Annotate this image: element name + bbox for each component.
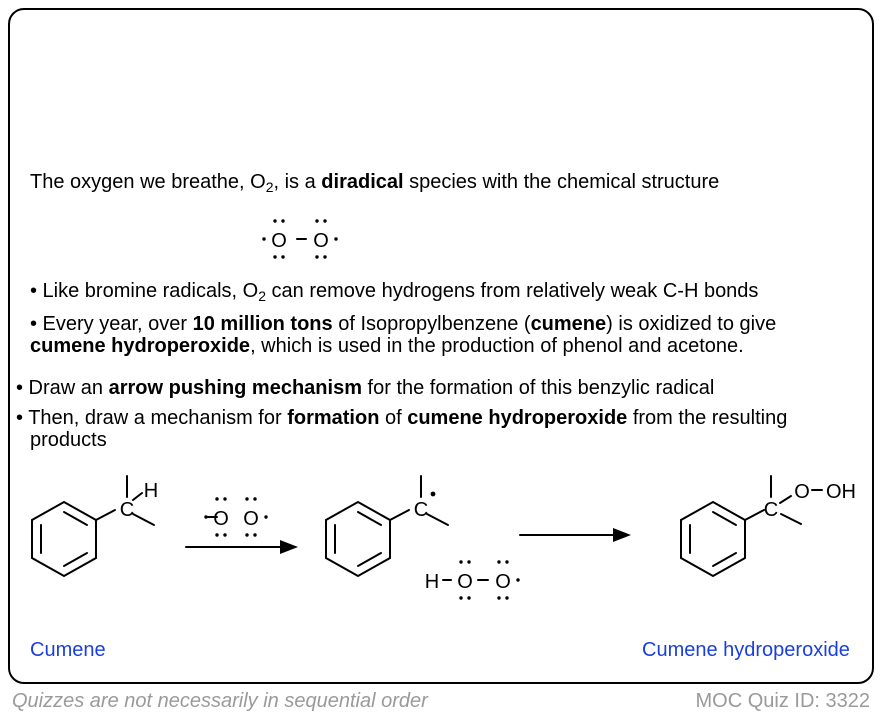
bullet-cumene-line2: cumene hydroperoxide, which is used in t… [30, 335, 744, 357]
intro-text: The oxygen we breathe, O2, is a diradica… [30, 171, 720, 195]
arrowhead-1 [280, 540, 298, 554]
cumene-c: C [120, 499, 134, 521]
task-formation-line2: products [30, 429, 107, 451]
cumene-hydroperoxide-structure [680, 475, 823, 578]
hoo-o-1: O [457, 571, 473, 593]
benzylic-radical-structure [325, 475, 449, 578]
atom-labels: O O C H O O C H O O C O OH [120, 230, 856, 593]
radical-c: C [414, 499, 428, 521]
label-cumene-hydroperoxide: Cumene hydroperoxide [642, 639, 850, 661]
footer-note: Quizzes are not necessarily in sequentia… [12, 690, 428, 712]
electron-dots [204, 219, 520, 600]
arrow-o2-atom-2: O [243, 508, 259, 530]
footer-quiz-id: MOC Quiz ID: 3322 [695, 690, 870, 712]
label-cumene: Cumene [30, 639, 106, 661]
task-formation-line1: • Then, draw a mechanism for formation o… [16, 407, 788, 429]
bullet-cumene-line1: • Every year, over 10 million tons of Is… [30, 313, 777, 335]
product-c: C [764, 499, 778, 521]
o2-atom-2: O [313, 230, 329, 252]
arrowhead-2 [613, 528, 631, 542]
product-oh: OH [826, 481, 856, 503]
arrow-o2-atom-1: O [213, 508, 229, 530]
hoo-h: H [425, 571, 439, 593]
quiz-card [8, 8, 874, 684]
bullet-bromine: • Like bromine radicals, O2 can remove h… [30, 280, 759, 304]
o2-atom-1: O [271, 230, 287, 252]
product-o: O [794, 481, 810, 503]
task-arrow-pushing: • Draw an arrow pushing mechanism for th… [16, 377, 715, 399]
cumene-h: H [144, 480, 158, 502]
hoo-o-2: O [495, 571, 511, 593]
cumene-structure [31, 475, 155, 578]
